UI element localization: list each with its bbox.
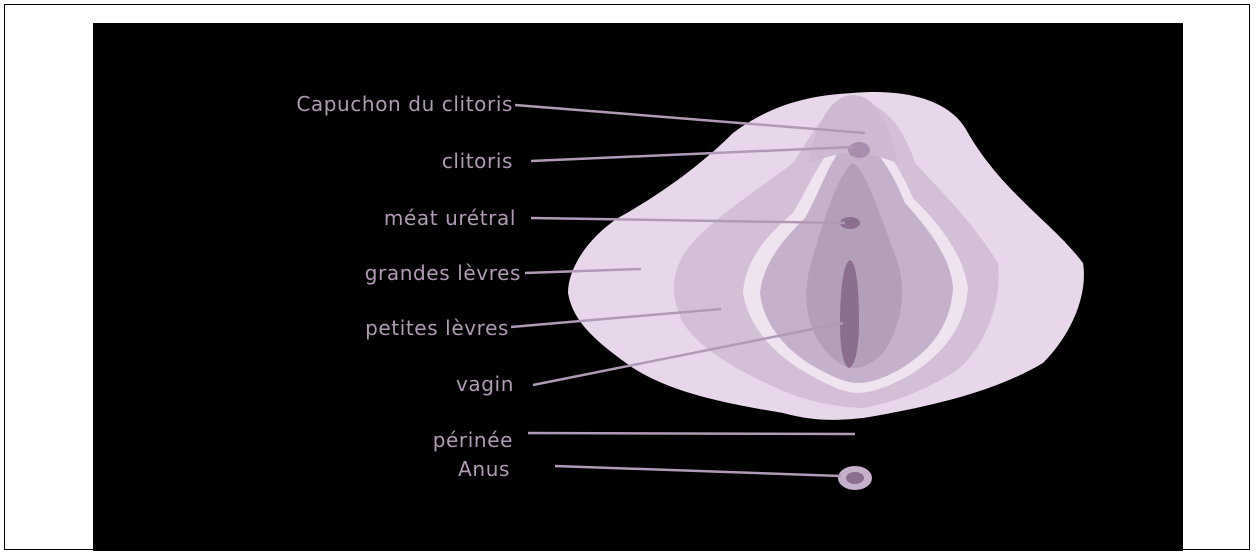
label-meatus: méat urétral [384,206,516,230]
label-anus: Anus [458,457,510,481]
label-hood: Capuchon du clitoris [296,92,513,116]
label-labia-minora: petites lèvres [365,316,509,340]
label-perineum: périnée [433,428,513,452]
clitoris-shape [848,142,870,158]
label-labia-majora: grandes lèvres [365,261,521,285]
figure-frame: Capuchon du clitoris clitoris méat urétr… [4,4,1250,550]
anatomy-diagram: Capuchon du clitoris clitoris méat urétr… [93,23,1183,551]
anus-leader [555,466,841,476]
label-clitoris: clitoris [442,149,513,173]
diagram-panel: Capuchon du clitoris clitoris méat urétr… [93,23,1183,551]
label-vagina: vagin [456,372,514,396]
anus-inner-shape [846,472,864,484]
perineum-leader [528,433,855,434]
